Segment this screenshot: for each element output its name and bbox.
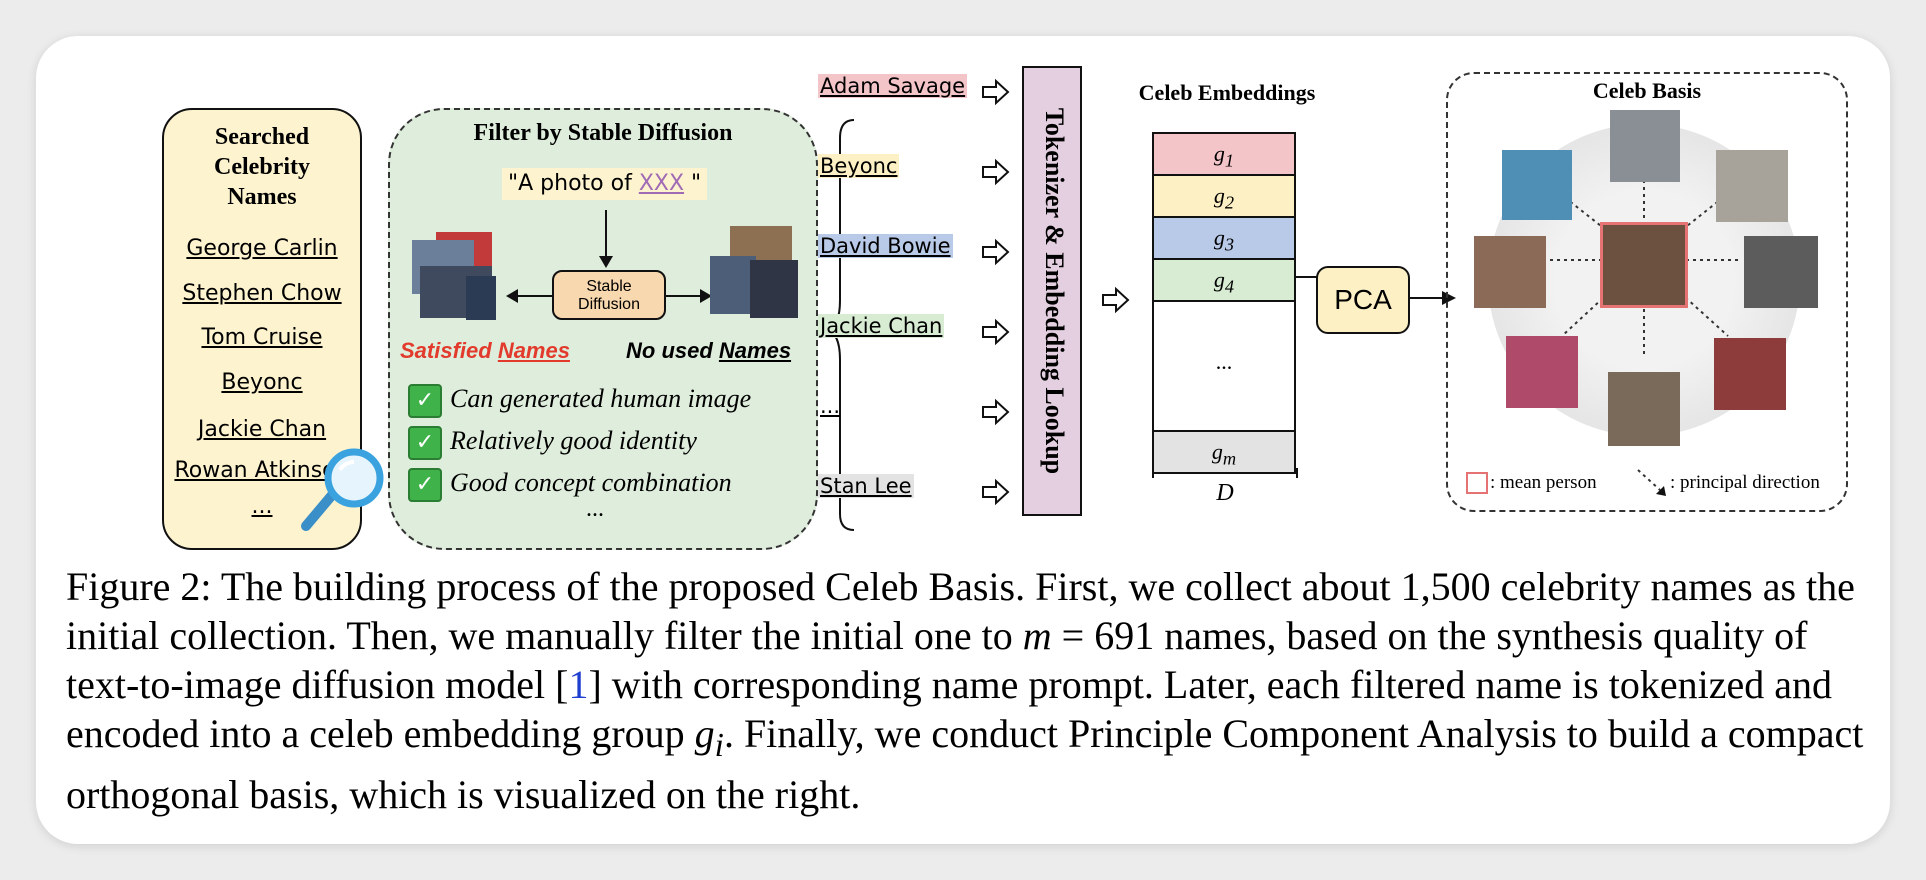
- name-list-adam-savage: Adam Savage: [818, 74, 968, 98]
- prompt-prefix: "A photo of: [508, 171, 639, 196]
- name-rowan-atkinson: Rowan Atkinson: [174, 458, 350, 483]
- filter-title: Filter by Stable Diffusion: [473, 120, 733, 146]
- unused-prefix: No used: [626, 338, 719, 363]
- face-photo: [1744, 236, 1818, 308]
- embedding-stack: g1 g2 g3 g4 ... gm: [1152, 132, 1296, 474]
- caption-part-1: Figure 2: The building process of the pr…: [66, 564, 1855, 658]
- name-beyonc: Beyonc: [221, 370, 303, 395]
- embedding-g1: g1: [1152, 132, 1296, 176]
- caption-math-m: m: [1022, 613, 1052, 658]
- title-line-2: Celebrity: [214, 154, 310, 180]
- criteria-ellipsis: ...: [586, 496, 604, 522]
- searched-names-panel: Searched Celebrity Names George Carlin S…: [162, 108, 362, 550]
- criterion-3: Good concept combination: [450, 468, 732, 497]
- checkmark-icon: ✓: [408, 426, 442, 460]
- hollow-arrow-icon: [982, 478, 1010, 506]
- name-stephen-chow: Stephen Chow: [182, 281, 342, 306]
- face-photo: [1502, 150, 1572, 220]
- hollow-arrow-icon: [982, 78, 1010, 106]
- caption-part-3: ] with corresponding name prompt. Later,…: [66, 662, 1832, 756]
- tokenizer-bar: Tokenizer & Embedding Lookup: [1022, 66, 1082, 516]
- caption-part-4: . Finally, we conduct Principle Componen…: [66, 711, 1864, 817]
- embedding-g2: g2: [1152, 176, 1296, 218]
- photo: [466, 276, 496, 320]
- magnifier-icon: [301, 448, 384, 531]
- checkmark-icon: ✓: [408, 468, 442, 502]
- photo: [750, 260, 798, 318]
- name-list-ellipsis: ...: [820, 394, 841, 418]
- name-list-david-bowie: David Bowie: [818, 234, 953, 258]
- hollow-arrow-icon: [982, 158, 1010, 186]
- embedding-dots: ...: [1152, 302, 1296, 432]
- checkmark-icon: ✓: [408, 384, 442, 418]
- name-list-beyonc: Beyonc: [818, 154, 900, 178]
- tokenizer-label: Tokenizer & Embedding Lookup: [1040, 107, 1069, 475]
- prompt-placeholder: XXX: [638, 171, 685, 196]
- hollow-arrow-icon: [982, 238, 1010, 266]
- satisfied-word: Names: [497, 338, 570, 363]
- caption-math-g: g: [694, 711, 715, 756]
- hollow-arrow-icon: [1102, 286, 1130, 314]
- unused-names-label: No used Names: [626, 338, 791, 364]
- caption-part-2: names, based on the synthesis quality of…: [66, 613, 1808, 707]
- name-list-jackie-chan: Jackie Chan: [818, 314, 945, 338]
- mean-person-photo: [1600, 222, 1688, 308]
- mean-person-legend-icon: [1466, 472, 1488, 494]
- name-arrows: [982, 78, 1010, 506]
- filter-panel: Filter by Stable Diffusion "A photo of X…: [388, 108, 818, 550]
- model-line-1: Stable: [586, 278, 632, 295]
- figure-card: Searched Celebrity Names George Carlin S…: [36, 36, 1890, 844]
- stable-diffusion-box: Stable Diffusion: [552, 270, 666, 320]
- figure-caption: Figure 2: The building process of the pr…: [66, 562, 1876, 819]
- hollow-arrow-icon: [982, 398, 1010, 426]
- basis-title: Celeb Basis: [1592, 78, 1702, 103]
- title-line-1: Searched: [214, 124, 310, 150]
- criterion-1: Can generated human image: [450, 384, 752, 413]
- hollow-arrow-icon: [982, 318, 1010, 346]
- face-photo: [1506, 336, 1578, 408]
- legend-mean-person: : mean person: [1490, 472, 1597, 493]
- pca-out-arrow: [1408, 291, 1456, 305]
- title-line-3: Names: [227, 184, 297, 210]
- legend-principal-direction: : principal direction: [1670, 472, 1820, 493]
- dimension-label: D: [1216, 480, 1234, 506]
- pca-box: PCA: [1316, 266, 1410, 334]
- embedding-gm: gm: [1152, 432, 1296, 474]
- unused-word: Names: [718, 338, 792, 363]
- name-list-stan-lee: Stan Lee: [818, 474, 914, 498]
- searched-names-title: Searched Celebrity Names: [164, 122, 360, 212]
- prompt-box: "A photo of XXX ": [502, 168, 708, 200]
- satisfied-names-label: Satisfied Names: [400, 338, 570, 364]
- embeddings-title: Celeb Embeddings: [1138, 80, 1316, 105]
- caption-reference-link[interactable]: 1: [568, 662, 589, 707]
- satisfied-photos: [412, 232, 500, 326]
- photo: [710, 256, 756, 314]
- face-photo: [1610, 110, 1680, 182]
- name-george-carlin: George Carlin: [186, 236, 338, 261]
- model-line-2: Diffusion: [578, 296, 640, 313]
- embedding-g3: g3: [1152, 218, 1296, 260]
- prompt-suffix: ": [684, 171, 702, 196]
- embedding-g4: g4: [1152, 260, 1296, 302]
- caption-math-eq: = 691: [1051, 613, 1155, 658]
- satisfied-prefix: Satisfied: [400, 338, 498, 363]
- face-photo: [1714, 338, 1786, 410]
- name-ellipsis: ...: [251, 494, 273, 519]
- principal-direction-legend-icon: [1637, 469, 1666, 496]
- name-jackie-chan: Jackie Chan: [197, 417, 327, 442]
- face-photo: [1608, 372, 1680, 446]
- tokenizer-out-arrow: [1102, 286, 1130, 314]
- celeb-basis-panel: Celeb Basis : mean person: [1446, 72, 1848, 512]
- name-tom-cruise: Tom Cruise: [201, 325, 323, 350]
- face-photo: [1716, 150, 1788, 222]
- caption-math-i: i: [714, 727, 724, 764]
- criterion-2: Relatively good identity: [450, 426, 697, 455]
- filter-arrows: [506, 210, 712, 303]
- dimension-bracket: [1152, 468, 1298, 478]
- face-photo: [1474, 236, 1546, 308]
- unused-photos: [710, 226, 802, 322]
